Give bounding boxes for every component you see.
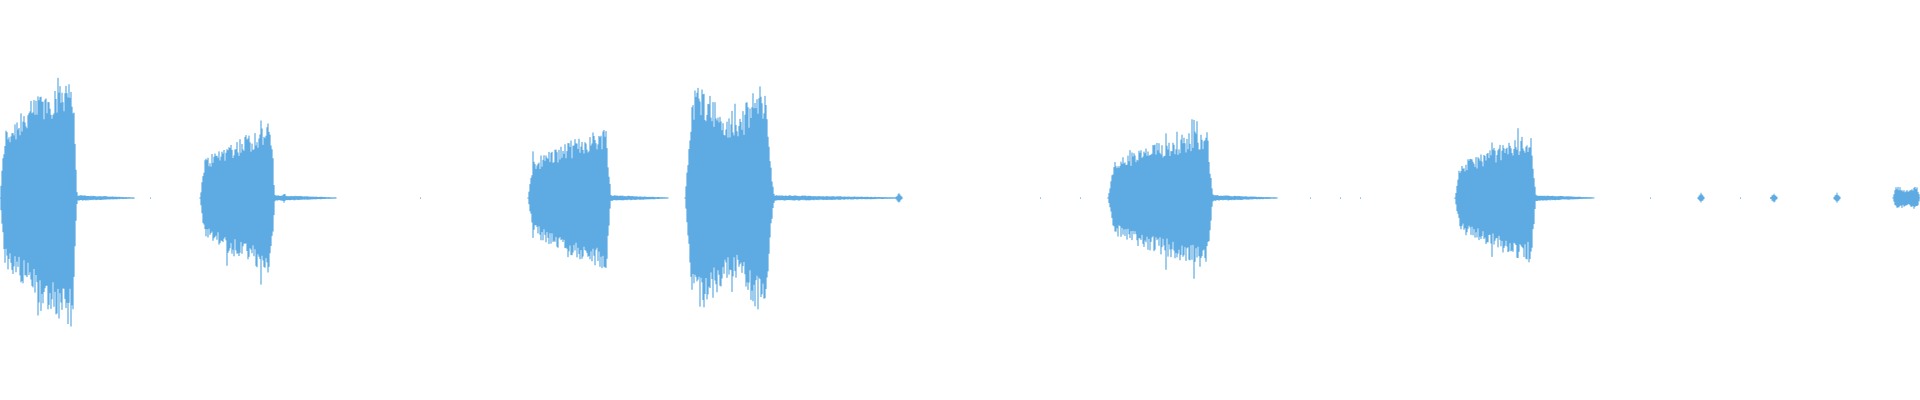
waveform-click-3 [1697,192,1705,203]
waveform-burst-7 [1892,186,1920,209]
waveform-burst-4 [684,86,775,310]
waveform-burst-2 [199,120,276,285]
waveform-noise-dot-3 [1040,197,1041,199]
waveform-noise-dot-1 [150,197,151,199]
waveform-noise-dot-7 [1340,197,1341,199]
waveform-noise-dot-6 [1310,197,1311,199]
waveform-noise-dot-5 [1140,197,1141,199]
waveform-channel [0,77,1920,327]
waveform-noise-dot-11 [1770,197,1771,199]
waveform-click-2 [895,193,903,203]
waveform-burst-1 [0,77,78,327]
waveform-noise-dot-2 [420,197,421,199]
waveform-tail-5 [1212,195,1278,201]
waveform-noise-dot-4 [1080,197,1081,199]
waveform-tail-3 [610,195,669,201]
waveform-tail-6 [1535,195,1595,201]
waveform-noise-dot-8 [1360,197,1361,199]
waveform-click-1 [280,194,288,203]
waveform-burst-5 [1107,119,1214,279]
waveform-noise-dot-9 [1650,197,1651,199]
waveform-burst-3 [527,130,612,269]
waveform-noise-dot-10 [1740,197,1741,199]
waveform-tail-4 [773,195,903,201]
waveform-click-5 [1833,192,1841,203]
waveform-tail-1 [76,195,135,201]
waveform-burst-6 [1454,128,1537,263]
